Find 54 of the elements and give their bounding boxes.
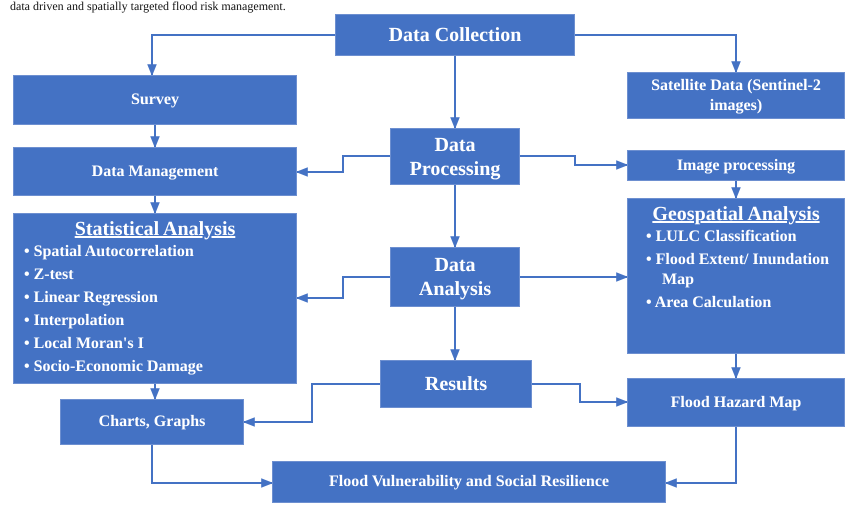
process-box xyxy=(13,147,297,196)
arrow xyxy=(731,181,741,200)
box-label: Flood Vulnerability and Social Resilience xyxy=(328,472,610,492)
process-box xyxy=(390,247,520,307)
process-box xyxy=(627,378,845,427)
list-item: • Interpolation xyxy=(24,311,126,331)
process-box xyxy=(627,198,845,354)
process-box xyxy=(627,72,845,119)
box-label: Satellite Data (Sentinel-2 images) xyxy=(650,76,822,115)
process-box xyxy=(390,128,520,185)
arrow xyxy=(147,34,335,76)
process-box xyxy=(335,14,575,56)
arrow xyxy=(242,383,380,427)
process-box xyxy=(627,150,845,181)
list-item: • Local Moran's I xyxy=(24,334,145,354)
arrow xyxy=(450,185,460,248)
arrow xyxy=(575,34,741,74)
box-label: Survey xyxy=(131,90,179,110)
arrow xyxy=(296,155,390,177)
box-label: Data Collection xyxy=(388,23,522,47)
list-item: • Socio-Economic Damage xyxy=(24,357,204,377)
list-item: • Area Calculation xyxy=(646,293,772,313)
arrow xyxy=(150,384,160,400)
arrow xyxy=(532,383,628,407)
arrow xyxy=(150,196,160,214)
box-label: Results xyxy=(424,372,488,396)
arrow xyxy=(450,56,460,130)
arrow xyxy=(450,307,460,362)
arrow xyxy=(731,354,741,380)
list-item: • Linear Regression xyxy=(24,288,159,308)
section-heading: Statistical Analysis xyxy=(74,217,236,241)
arrow xyxy=(520,155,628,170)
box-label: Image processing xyxy=(676,156,796,176)
process-box xyxy=(13,213,297,384)
arrow xyxy=(296,276,390,303)
process-box xyxy=(60,399,244,445)
arrow xyxy=(151,445,274,488)
arrow xyxy=(664,427,737,488)
list-item: • Flood Extent/ Inundation Map xyxy=(646,250,830,290)
list-item: • Spatial Autocorrelation xyxy=(24,242,195,262)
list-item: • LULC Classification xyxy=(646,227,798,247)
box-label: Data Processing xyxy=(408,132,502,180)
process-box xyxy=(380,360,532,408)
box-label: Flood Hazard Map xyxy=(670,392,802,412)
box-label: Data Analysis xyxy=(418,253,492,301)
box-label: Charts, Graphs xyxy=(98,412,206,432)
section-heading: Geospatial Analysis xyxy=(652,202,820,226)
caption-text: data driven and spatially targeted flood risk management. xyxy=(10,0,286,13)
arrow xyxy=(520,272,628,282)
box-label: Data Management xyxy=(92,162,218,182)
list-item: • Z-test xyxy=(24,265,75,285)
process-box xyxy=(13,75,297,125)
arrow xyxy=(150,125,160,148)
process-box xyxy=(272,461,666,503)
